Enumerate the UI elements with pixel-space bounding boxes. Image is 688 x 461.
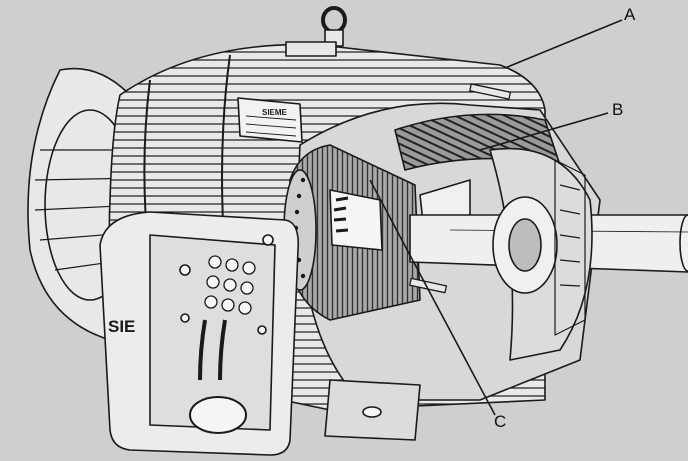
label-c: C (494, 412, 507, 431)
nameplate (237, 97, 303, 143)
lifting-eye (285, 6, 347, 57)
end-bracket (489, 147, 593, 361)
leader-line-a (504, 19, 623, 69)
rotor-core (283, 144, 421, 321)
terminal-box-brand: SIE (108, 317, 135, 336)
label-b: B (612, 100, 624, 119)
label-a: A (624, 5, 636, 24)
through-bolts (409, 83, 512, 294)
terminal-box (99, 211, 300, 456)
nameplate-brand: SIEME (262, 108, 288, 117)
leader-line-b (479, 112, 609, 151)
leader-line-c (369, 179, 496, 416)
